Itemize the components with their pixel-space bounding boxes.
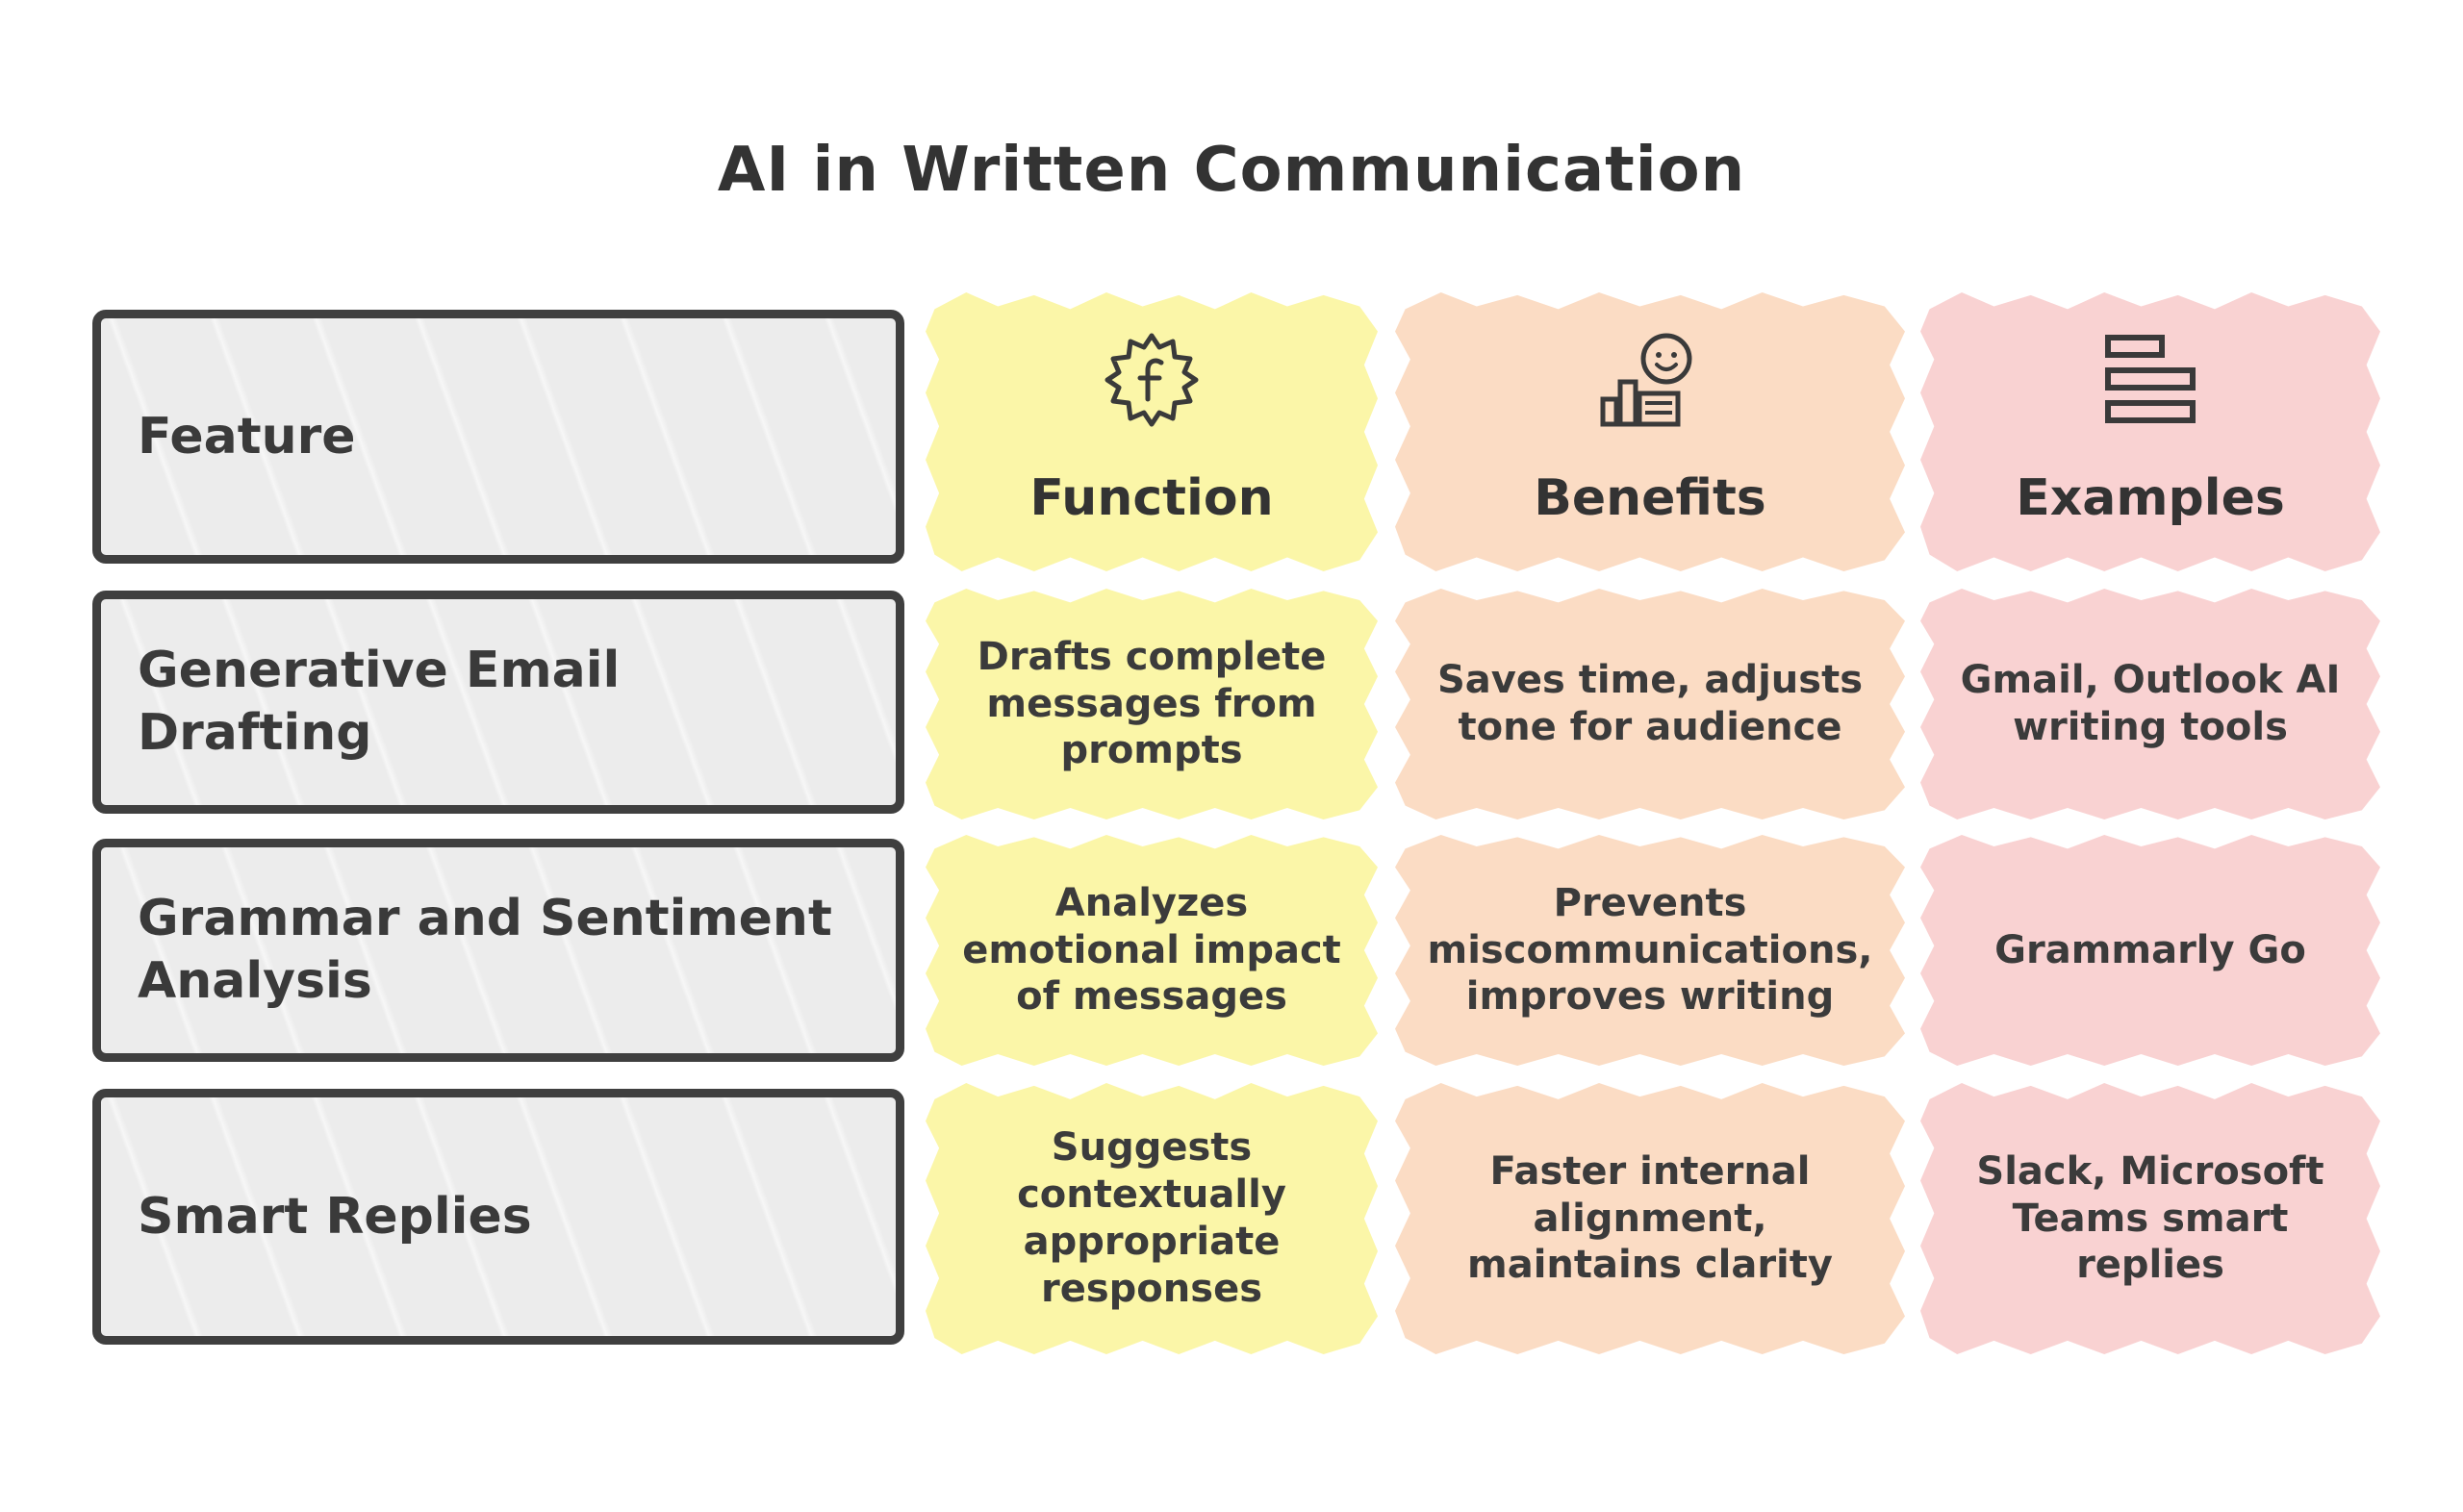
- function-header: Function: [926, 292, 1378, 571]
- feature-header-box: Feature: [92, 310, 904, 564]
- benefits-header: Benefits: [1395, 292, 1905, 571]
- page-title: AI in Written Communication: [717, 135, 1746, 206]
- function-text: Suggests contextually appropriate respon…: [1017, 1125, 1286, 1311]
- feature-row-box: Generative Email Drafting: [92, 591, 904, 814]
- examples-text: Grammarly Go: [1994, 927, 2306, 972]
- function-cell: Suggests contextually appropriate respon…: [926, 1083, 1378, 1354]
- feature-header-label: Feature: [138, 407, 356, 466]
- examples-cell: Grammarly Go: [1920, 835, 2380, 1066]
- benefits-text: Faster internal alignment, maintains cla…: [1467, 1148, 1833, 1288]
- benefits-cell: Saves time, adjusts tone for audience: [1395, 589, 1905, 819]
- benefits-text: Saves time, adjusts tone for audience: [1436, 658, 1864, 749]
- feature-label: Generative Email Drafting: [138, 642, 621, 762]
- benefits-cell: Prevents miscommunications, improves wri…: [1395, 835, 1905, 1066]
- examples-cell: Gmail, Outlook AI writing tools: [1920, 589, 2380, 819]
- benefits-cell: Faster internal alignment, maintains cla…: [1395, 1083, 1905, 1354]
- function-text: Drafts complete messages from prompts: [977, 634, 1327, 773]
- function-f-gear-icon: [1102, 330, 1202, 430]
- function-cell: Analyzes emotional impact of messages: [926, 835, 1378, 1066]
- examples-text: Gmail, Outlook AI writing tools: [1960, 658, 2341, 749]
- function-header-label: Function: [1029, 468, 1274, 527]
- feature-row-box: Grammar and Sentiment Analysis: [92, 839, 904, 1062]
- examples-header: Examples: [1920, 292, 2380, 571]
- function-text: Analyzes emotional impact of messages: [962, 880, 1341, 1020]
- feature-label: Smart Replies: [138, 1187, 532, 1246]
- examples-header-label: Examples: [2016, 468, 2285, 527]
- benefits-text: Prevents miscommunications, improves wri…: [1427, 880, 1873, 1020]
- examples-cell: Slack, Microsoft Teams smart replies: [1920, 1083, 2380, 1354]
- examples-text: Slack, Microsoft Teams smart replies: [1976, 1148, 2324, 1288]
- function-cell: Drafts complete messages from prompts: [926, 589, 1378, 819]
- benefits-header-label: Benefits: [1534, 468, 1766, 527]
- feature-row-box: Smart Replies: [92, 1089, 904, 1345]
- person-with-chart-icon: [1597, 330, 1703, 430]
- stacked-bars-icon: [2100, 330, 2200, 430]
- feature-label: Grammar and Sentiment Analysis: [138, 890, 832, 1010]
